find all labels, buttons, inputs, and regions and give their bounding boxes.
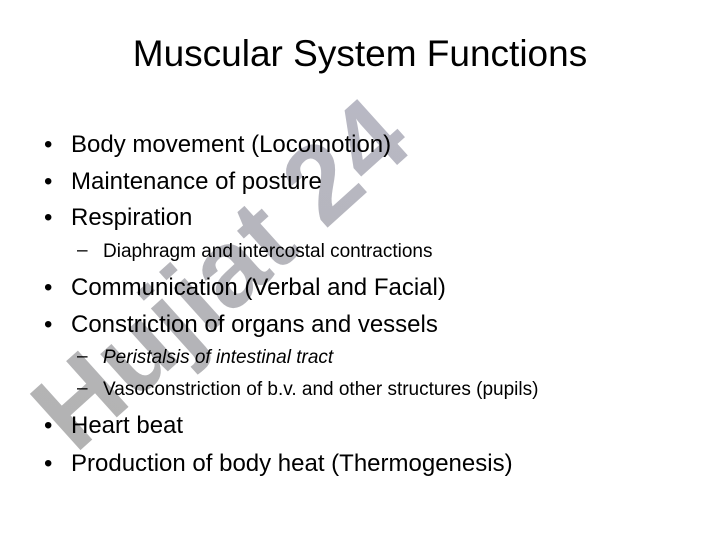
bullet-text: Maintenance of posture <box>71 168 322 195</box>
bullet-marker: • <box>44 450 53 477</box>
bullet-marker: • <box>44 412 53 439</box>
bullet-text: Heart beat <box>71 412 184 439</box>
sub-bullet-marker: – <box>77 240 88 261</box>
bullet-text: Body movement (Locomotion) <box>71 131 392 158</box>
bullet-marker: • <box>44 274 53 301</box>
bullet-marker: • <box>44 204 53 231</box>
bullet-text: Constriction of organs and vessels <box>71 311 438 338</box>
bullet-marker: • <box>44 131 53 158</box>
sub-bullet-marker: – <box>77 378 88 399</box>
slide-title: Muscular System Functions <box>132 33 588 74</box>
bullet-marker: • <box>44 168 53 195</box>
sub-bullet-text: Diaphragm and intercostal contractions <box>103 241 433 262</box>
bullet-marker: • <box>44 311 53 338</box>
bullet-text: Respiration <box>71 204 193 231</box>
sub-bullet-text: Vasoconstriction of b.v. and other struc… <box>103 379 539 400</box>
sub-bullet-text: Peristalsis of intestinal tract <box>103 347 334 368</box>
sub-bullet-marker: – <box>77 346 88 367</box>
bullet-text: Communication (Verbal and Facial) <box>71 274 446 301</box>
bullet-text: Production of body heat (Thermogenesis) <box>71 450 513 477</box>
